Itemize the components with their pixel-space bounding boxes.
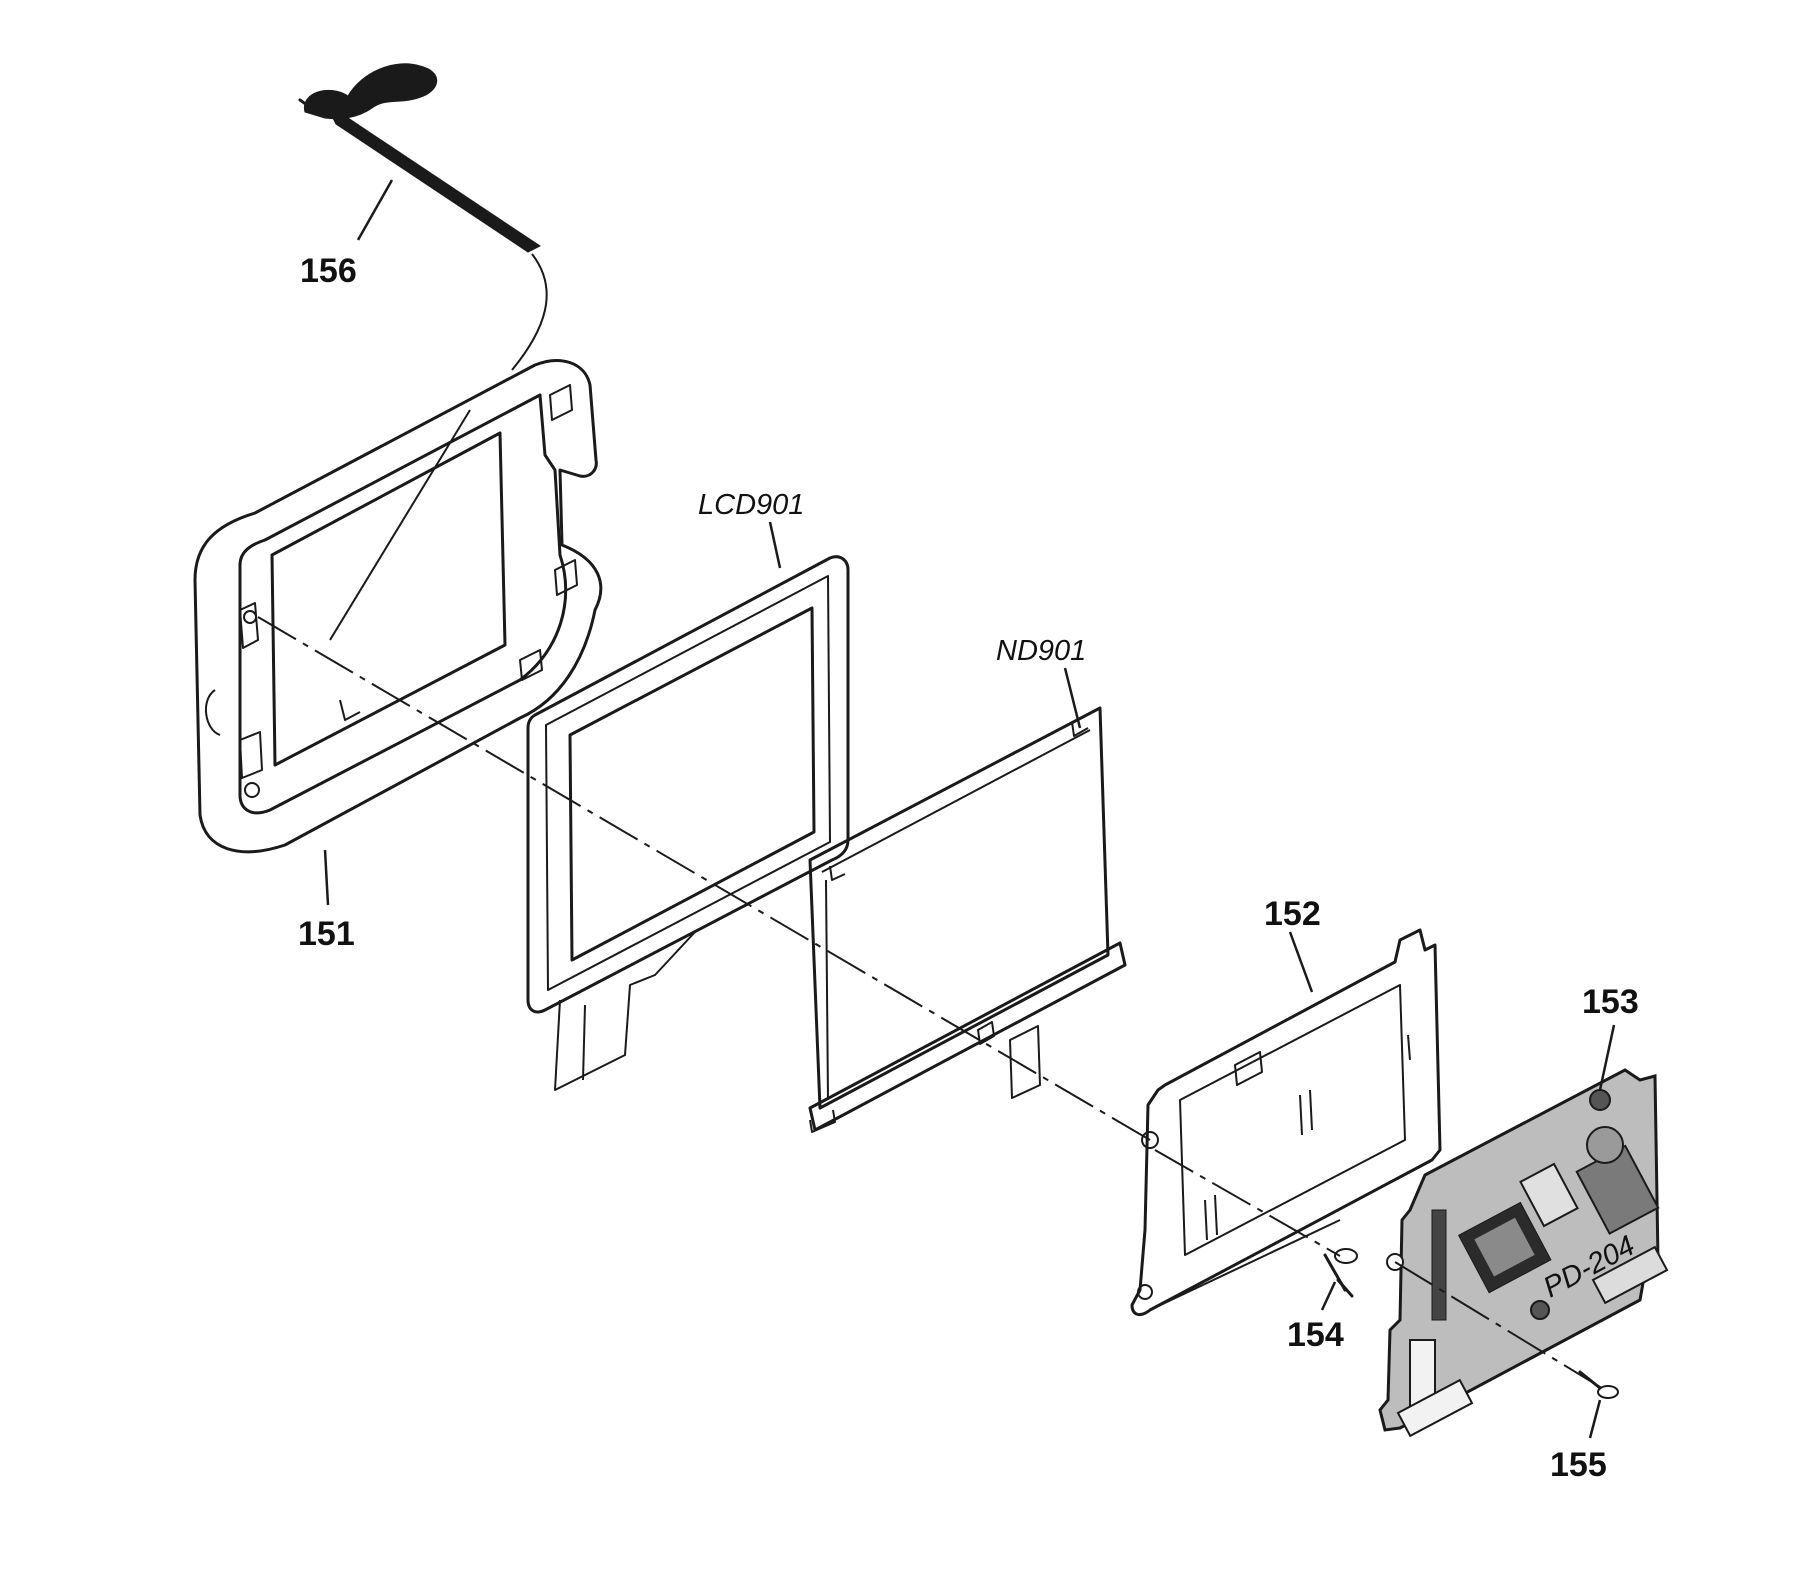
leader-152 [1288,931,1314,993]
part-lcd901-panel [526,555,850,1091]
leader-151 [323,849,330,906]
part-152-chassis-plate [1130,928,1442,1317]
part-nd901-backlight [808,706,1127,1133]
label-156: 156 [300,252,357,290]
label-154: 154 [1287,1316,1344,1354]
cable-routing-line [511,253,548,371]
leader-156 [356,179,394,241]
part-154-screw [1323,1248,1358,1298]
label-155: 155 [1550,1446,1607,1484]
part-156-flex-cable [298,63,541,253]
leader-155 [1588,1399,1602,1439]
label-nd901: ND901 [996,635,1086,667]
leader-153 [1598,1024,1616,1091]
leader-nd901 [1063,667,1082,729]
screw-154-axis-line [1154,1149,1341,1257]
label-151: 151 [298,915,355,953]
leader-154 [1320,1281,1337,1311]
assembly-axis-line [257,616,1151,1141]
part-151-front-frame [193,359,603,854]
label-153: 153 [1582,983,1639,1021]
screw-154-guide-line [1149,1219,1341,1311]
label-152: 152 [1264,895,1321,933]
label-lcd901: LCD901 [698,489,804,521]
part-155-screw [1578,1370,1619,1399]
part-153-pd204-board: PD-204 [1378,1068,1669,1438]
screw-155-axis-line [1394,1261,1606,1391]
leader-lcd901 [768,521,782,569]
